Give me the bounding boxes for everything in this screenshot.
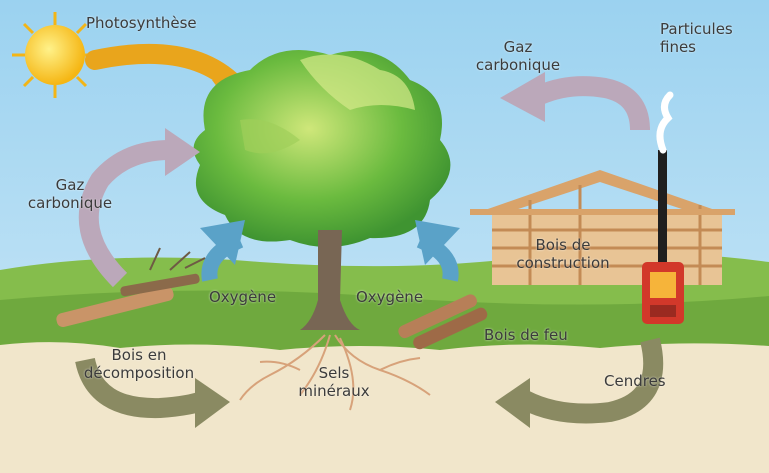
label-fine-particles-line2: fines	[660, 38, 733, 56]
label-oxygen-left: Oxygène	[209, 288, 276, 306]
label-co2-right: Gaz carbonique	[470, 38, 566, 74]
label-fine-particles: Particules fines	[660, 20, 733, 56]
label-oxygen-right: Oxygène	[356, 288, 423, 306]
label-firewood: Bois de feu	[484, 326, 568, 344]
label-ashes: Cendres	[604, 372, 666, 390]
label-construction-wood-line2: construction	[500, 254, 626, 272]
label-co2-left-line2: carbonique	[22, 194, 118, 212]
label-construction-wood: Bois de construction	[500, 236, 626, 272]
label-decomposing-wood: Bois en décomposition	[70, 346, 208, 382]
label-mineral-salts-line2: minéraux	[294, 382, 374, 400]
label-mineral-salts-line1: Sels	[294, 364, 374, 382]
label-decomposing-wood-line2: décomposition	[70, 364, 208, 382]
label-photosynthesis: Photosynthèse	[86, 14, 197, 32]
label-co2-left: Gaz carbonique	[22, 176, 118, 212]
label-mineral-salts: Sels minéraux	[294, 364, 374, 400]
label-fine-particles-line1: Particules	[660, 20, 733, 38]
label-decomposing-wood-line1: Bois en	[70, 346, 208, 364]
label-co2-left-line1: Gaz	[22, 176, 118, 194]
label-construction-wood-line1: Bois de	[500, 236, 626, 254]
label-co2-right-line2: carbonique	[470, 56, 566, 74]
label-co2-right-line1: Gaz	[470, 38, 566, 56]
